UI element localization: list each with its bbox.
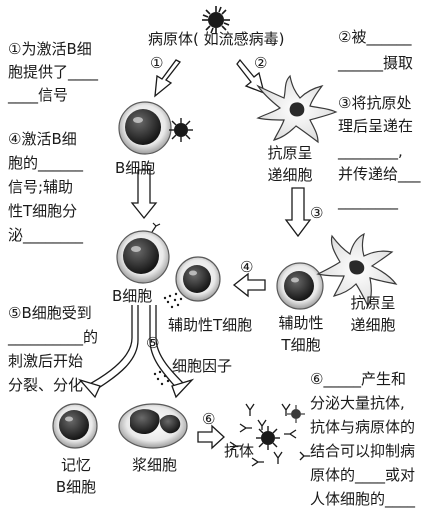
virus-small-icon [287, 405, 305, 423]
note-6-line6: 人体细胞的____ [310, 490, 416, 508]
note-2-line1: ②被______ [338, 28, 412, 46]
apc-2-label-line2: 递细胞 [350, 316, 396, 334]
b-cell-1-icon [118, 101, 172, 155]
cytokine-dots-2-icon [153, 370, 170, 386]
virus-with-antibodies-icon [256, 426, 280, 450]
arrow-step6 [197, 424, 225, 450]
note-6-line2: 分泌大量抗体, [310, 394, 405, 412]
helper-t-1-label: 辅助性T细胞 [168, 316, 253, 334]
note-3-line1: ③将抗原处 [338, 94, 412, 112]
arrow-branch-heads [78, 378, 195, 399]
memory-b-cell-icon [52, 403, 98, 449]
b-cell-1-label: B细胞 [115, 159, 156, 177]
note-3-line5: ________ [338, 192, 398, 210]
note-4-line3: 信号;辅助 [8, 178, 74, 196]
note-4-line4: 性T细胞分 [8, 202, 78, 220]
apc-1-label-line2: 递细胞 [267, 166, 313, 184]
note-6-line3: 抗体与病原体的 [310, 418, 416, 436]
note-3-line4: 并传递给___ [338, 165, 421, 183]
helper-t-2-label-line2: T细胞 [281, 336, 321, 354]
note-3-line3: ________, [338, 142, 403, 160]
note-6-line4: 结合可以抑制病 [310, 442, 416, 460]
arrow-b-to-b [130, 169, 158, 220]
plasma-cell-label: 浆细胞 [132, 456, 178, 474]
note-5-line1: ⑤B细胞受到 [8, 304, 92, 322]
step-5-number: ⑤ [146, 334, 160, 352]
virus-on-b-cell-icon [169, 118, 193, 142]
apc-1-icon [256, 74, 338, 144]
cytokine-label: 细胞因子 [172, 357, 233, 375]
helper-t-2-label-line1: 辅助性 [278, 314, 324, 332]
note-4-line5: 泌________ [8, 226, 84, 244]
note-3-line2: 理后呈递在 [338, 117, 414, 135]
memory-b-label-line2: B细胞 [55, 478, 97, 496]
step-6-number: ⑥ [202, 410, 216, 428]
antibodies-icon [229, 403, 310, 467]
antibody-label: 抗体 [224, 442, 255, 460]
arrow-step3 [284, 187, 312, 238]
helper-t-cell-1-icon [175, 256, 221, 302]
plasma-cell-icon [118, 403, 188, 449]
note-5-line4: 分裂、分化 [8, 376, 84, 394]
note-2-line2: ______摄取 [338, 54, 414, 72]
memory-b-label-line1: 记忆 [60, 456, 91, 474]
step-2-number: ② [254, 54, 268, 72]
b-cell-2-label: B细胞 [112, 287, 153, 305]
note-5-line2: __________的 [8, 328, 99, 346]
note-1-line1: ①为激活B细 [8, 40, 92, 58]
helper-t-cell-2-icon [276, 262, 324, 310]
b-cell-2-icon [116, 222, 170, 284]
note-4-line1: ④激活B细 [8, 130, 77, 148]
step-4-number: ④ [240, 258, 254, 276]
apc-2-icon [316, 232, 398, 308]
arrow-branch [85, 305, 187, 393]
note-6-line1: ⑥_____产生和 [310, 370, 406, 388]
apc-1-label-line1: 抗原呈 [267, 144, 313, 162]
arrow-step2 [236, 58, 265, 95]
pathogen-label: 病原体( 如流感病毒) [148, 30, 285, 48]
note-1-line3: ____信号 [8, 86, 69, 104]
cytokine-dots-1-icon [163, 292, 183, 309]
arrow-step4 [232, 272, 266, 298]
step-1-number: ① [150, 54, 164, 72]
note-6-line5: 原体的____或对 [310, 466, 416, 484]
step-3-number: ③ [310, 204, 324, 222]
apc-2-label-line1: 抗原呈 [350, 294, 396, 312]
virus-icon [202, 6, 230, 34]
note-4-line2: 胞的______ [8, 154, 84, 172]
note-1-line2: 胞提供了____ [8, 63, 99, 81]
arrow-step1 [154, 59, 181, 98]
note-5-line3: 刺激后开始 [8, 352, 84, 370]
